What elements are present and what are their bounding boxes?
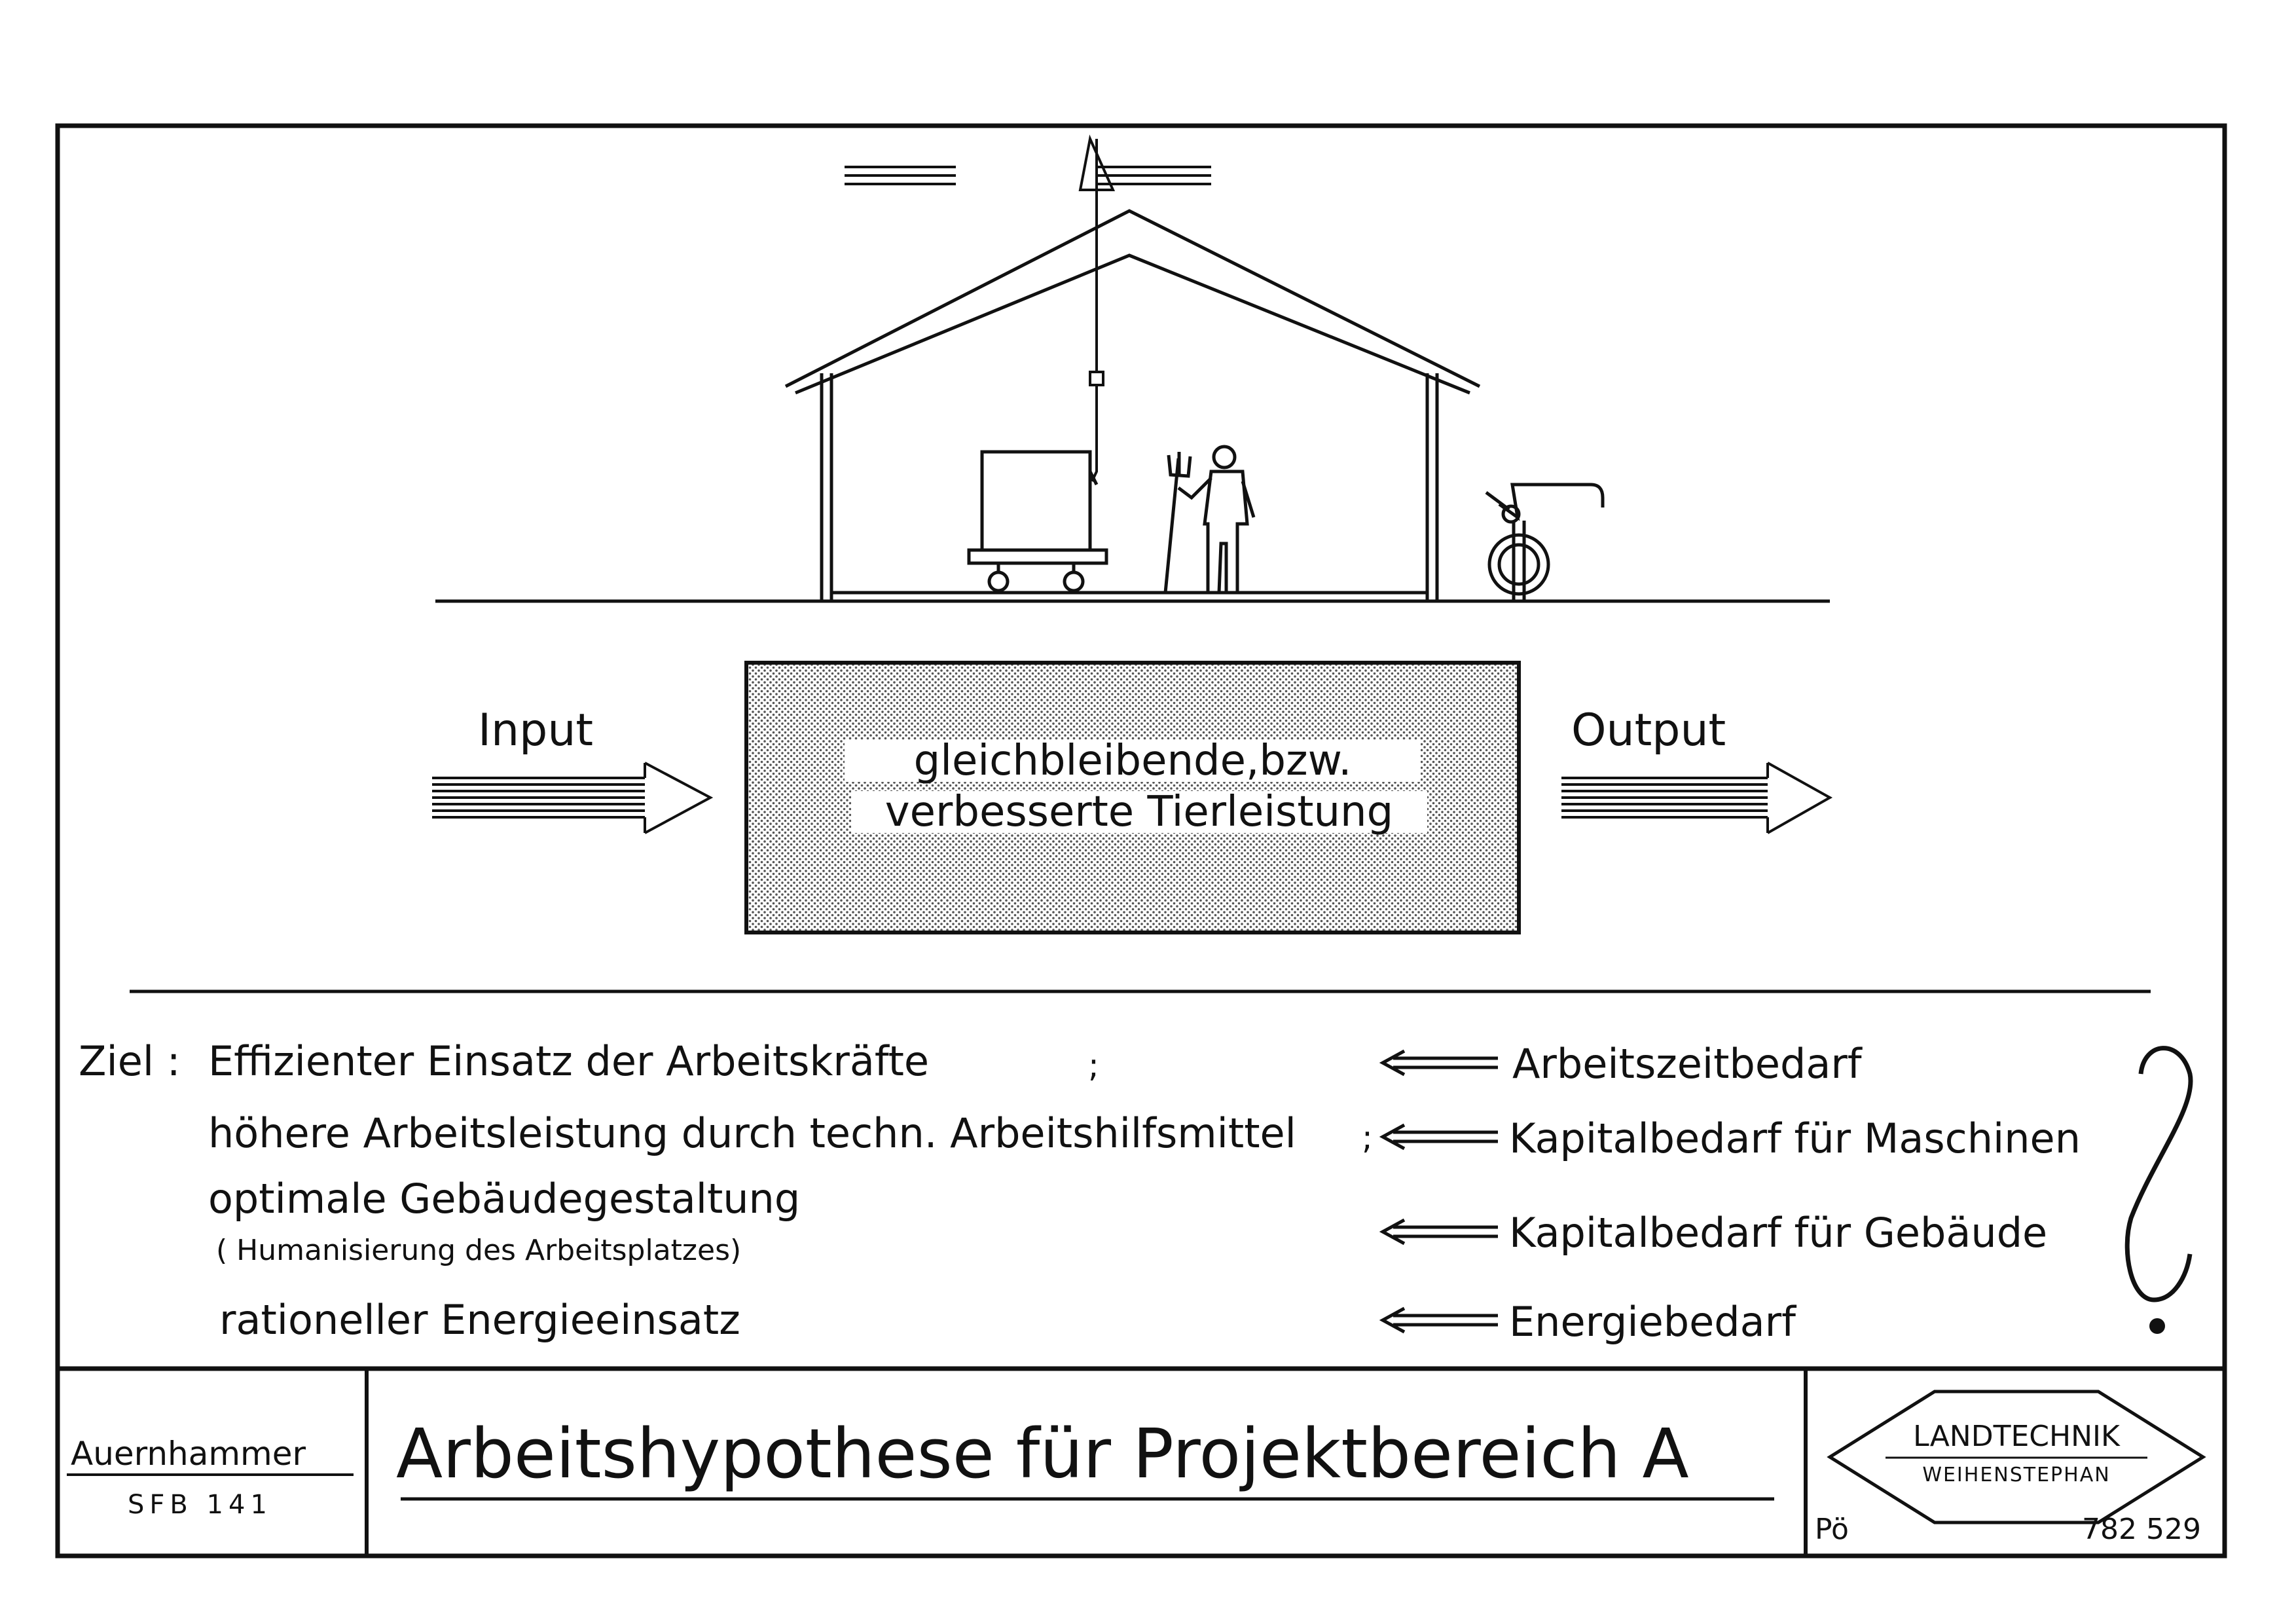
goal-separator: ; — [1088, 1046, 1099, 1084]
logo-line1: LANDTECHNIK — [1913, 1420, 2120, 1453]
output-arrow-icon — [1561, 762, 1833, 834]
logo-line2: WEIHENSTEPHAN — [1922, 1464, 2111, 1486]
left-arrow-icon — [1379, 1306, 1498, 1334]
box-text-line2: verbesserte Tierleistung — [851, 791, 1427, 833]
input-arrow-icon — [432, 762, 714, 834]
left-arrow-icon — [1379, 1123, 1498, 1151]
goal-text: Effizienter Einsatz der Arbeitskräfte — [208, 1037, 930, 1085]
goal-target: Kapitalbedarf für Gebäude — [1509, 1209, 2048, 1257]
project-code: SFB 141 — [128, 1490, 272, 1520]
goal-separator: ; — [1362, 1118, 1373, 1156]
outer-frame — [55, 123, 2227, 1559]
goal-target: Energiebedarf — [1509, 1298, 1796, 1346]
goals-prefix: Ziel : — [79, 1037, 181, 1085]
left-arrow-icon — [1379, 1218, 1498, 1246]
goal-target: Kapitalbedarf für Maschinen — [1509, 1115, 2081, 1162]
question-mark-icon — [2124, 1046, 2193, 1302]
box-text-line1: gleichbleibende,bzw. — [845, 740, 1421, 782]
goal-text: optimale Gebäudegestaltung — [208, 1175, 801, 1223]
author-name: Auernhammer — [71, 1435, 306, 1473]
document-number: 782 529 — [2082, 1513, 2201, 1546]
question-mark-dot — [2149, 1318, 2165, 1334]
feed-wagon-icon — [967, 450, 1108, 593]
farmer-icon — [1163, 445, 1256, 595]
page-title: Arbeitshypothese für Projektbereich A — [396, 1414, 1689, 1494]
goal-subtext: ( Humanisierung des Arbeitsplatzes) — [216, 1234, 742, 1267]
left-arrow-icon — [1379, 1049, 1498, 1077]
logo-outline — [1827, 1390, 2206, 1524]
water-pump-icon — [1485, 483, 1605, 602]
goal-text: rationeller Energieeinsatz — [219, 1296, 740, 1344]
initials: Pö — [1815, 1513, 1849, 1546]
goal-target: Arbeitszeitbedarf — [1512, 1040, 1862, 1088]
barn-house-icon — [784, 209, 1481, 601]
antenna-icon — [845, 134, 1211, 482]
goal-text: höhere Arbeitsleistung durch techn. Arbe… — [208, 1109, 1296, 1157]
output-label: Output — [1571, 705, 1726, 756]
input-label: Input — [478, 705, 594, 756]
